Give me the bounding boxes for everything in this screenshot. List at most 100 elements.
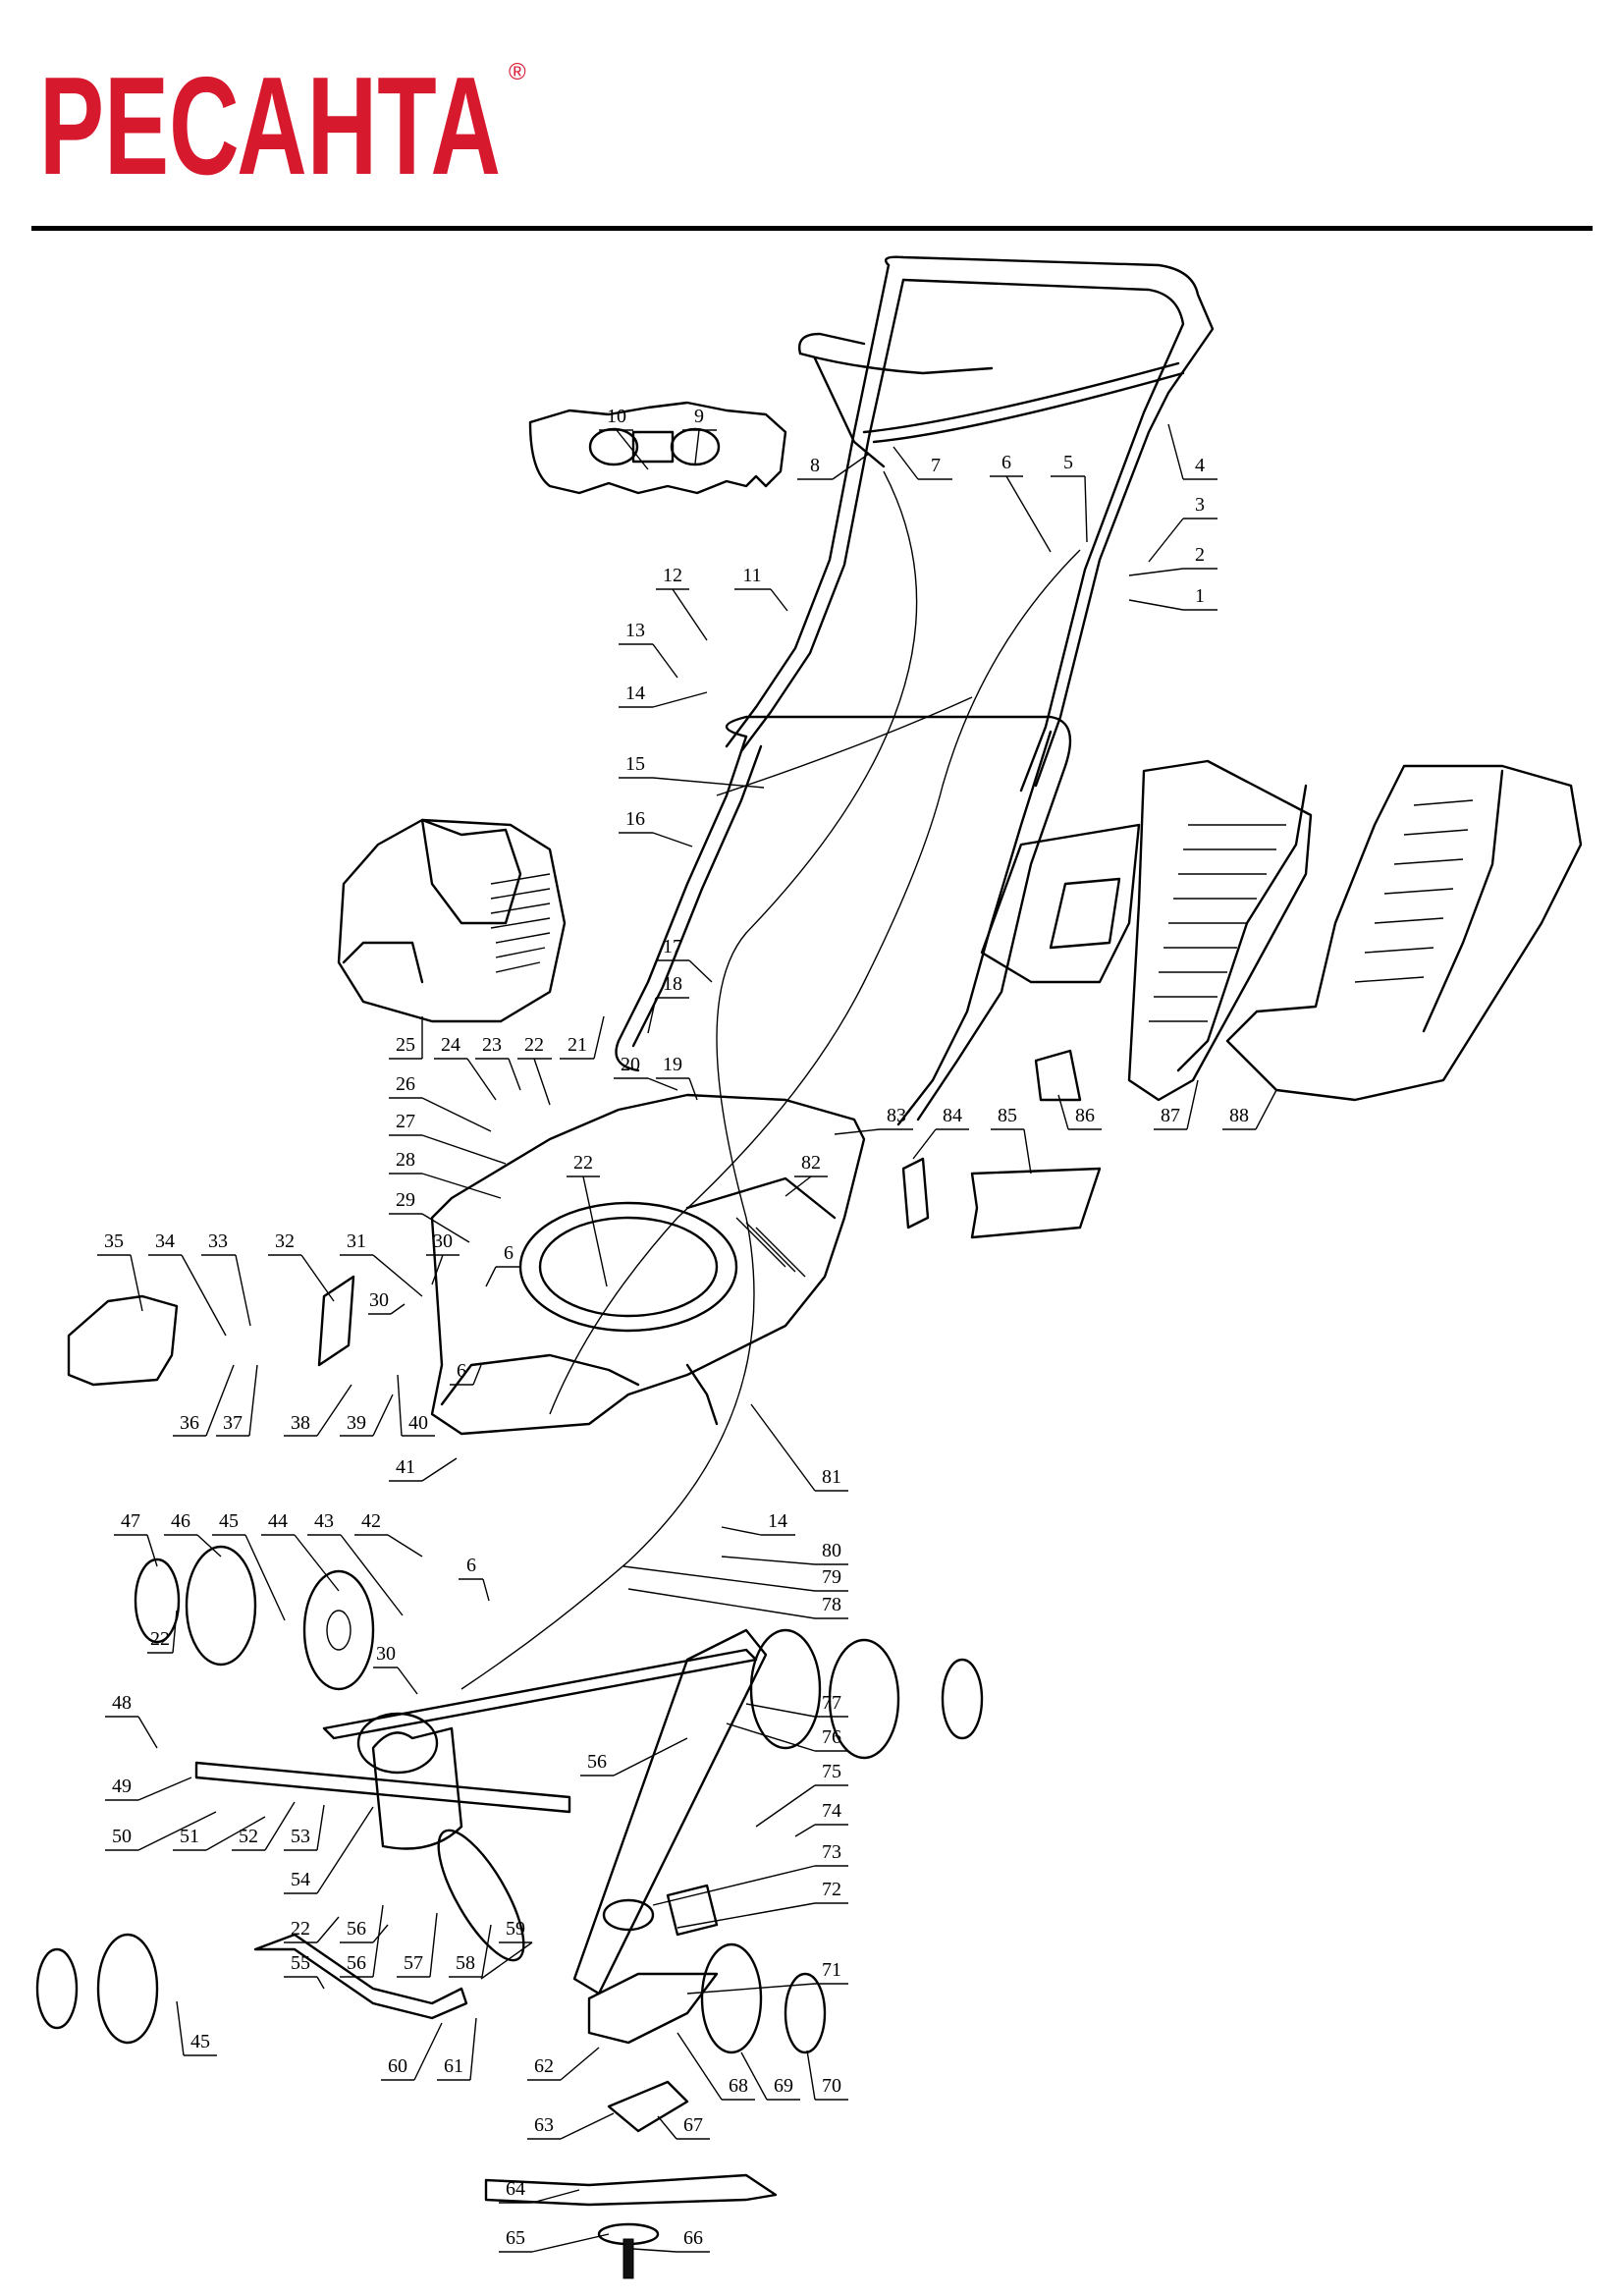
- callout-23: 23: [475, 1034, 521, 1091]
- svg-text:42: 42: [361, 1510, 381, 1532]
- svg-text:56: 56: [347, 1918, 366, 1940]
- callout-40: 40: [397, 1374, 435, 1437]
- svg-text:18: 18: [663, 973, 682, 995]
- svg-text:60: 60: [388, 2055, 407, 2077]
- callout-11: 11: [734, 565, 788, 612]
- callout-61: 61: [437, 2017, 477, 2081]
- svg-text:69: 69: [774, 2075, 793, 2097]
- callout-7: 7: [893, 446, 952, 480]
- svg-text:45: 45: [190, 2031, 210, 2052]
- callout-46: 46: [164, 1510, 222, 1558]
- callout-72: 72: [676, 1879, 848, 1929]
- svg-text:6: 6: [504, 1242, 514, 1264]
- callout-29: 29: [389, 1189, 470, 1243]
- callout-83: 83: [834, 1105, 913, 1135]
- svg-text:81: 81: [822, 1466, 841, 1488]
- svg-text:56: 56: [347, 1952, 366, 1974]
- callout-52: 52: [232, 1801, 296, 1851]
- svg-text:46: 46: [171, 1510, 190, 1532]
- svg-text:6: 6: [1001, 452, 1011, 473]
- callout-18: 18: [647, 973, 689, 1034]
- callout-15: 15: [619, 753, 765, 789]
- callout-74: 74: [794, 1800, 848, 1837]
- callout-77: 77: [745, 1692, 848, 1718]
- svg-text:33: 33: [208, 1230, 228, 1252]
- svg-text:88: 88: [1229, 1105, 1249, 1126]
- callout-26: 26: [389, 1073, 492, 1132]
- callout-58: 58: [449, 1924, 492, 1978]
- svg-text:22: 22: [524, 1034, 544, 1056]
- svg-text:75: 75: [822, 1761, 841, 1782]
- callout-73: 73: [652, 1841, 848, 1906]
- svg-text:38: 38: [291, 1412, 310, 1434]
- svg-text:80: 80: [822, 1540, 841, 1561]
- svg-text:77: 77: [822, 1692, 841, 1714]
- callout-82: 82: [784, 1152, 828, 1197]
- svg-text:11: 11: [742, 565, 761, 586]
- svg-text:22: 22: [150, 1628, 170, 1650]
- svg-text:51: 51: [180, 1826, 199, 1847]
- callout-45-front: 45: [176, 2000, 217, 2056]
- svg-text:16: 16: [625, 808, 645, 830]
- resanta-logo: РЕСАНТА ®: [39, 54, 526, 191]
- svg-text:22: 22: [291, 1918, 310, 1940]
- callout-48: 48: [105, 1692, 158, 1749]
- callout-75: 75: [755, 1761, 848, 1828]
- svg-text:10: 10: [607, 406, 626, 427]
- callout-69: 69: [740, 2051, 800, 2101]
- callout-85: 85: [991, 1105, 1032, 1175]
- callout-42: 42: [354, 1510, 423, 1558]
- callout-56-bracket: 56: [340, 1918, 389, 1943]
- svg-text:40: 40: [408, 1412, 428, 1434]
- svg-text:8: 8: [810, 455, 820, 476]
- svg-text:13: 13: [625, 620, 645, 641]
- callout-19: 19: [656, 1054, 698, 1101]
- callout-8: 8: [797, 453, 870, 480]
- svg-text:39: 39: [347, 1412, 366, 1434]
- callout-80: 80: [721, 1540, 848, 1565]
- callout-44: 44: [261, 1510, 340, 1592]
- callout-70: 70: [806, 2050, 848, 2101]
- svg-text:56: 56: [587, 1751, 607, 1773]
- callout-81: 81: [750, 1403, 848, 1492]
- callout-21: 21: [560, 1015, 605, 1060]
- callout-45: 45: [212, 1510, 286, 1621]
- callout-51: 51: [173, 1816, 266, 1851]
- callout-3: 3: [1148, 494, 1217, 563]
- callout-62: 62: [527, 2047, 600, 2081]
- svg-text:14: 14: [768, 1510, 787, 1532]
- callout-68: 68: [676, 2032, 755, 2101]
- callout-67: 67: [657, 2114, 710, 2140]
- callout-6-deck-front: 6: [450, 1360, 482, 1386]
- svg-text:1: 1: [1195, 585, 1205, 607]
- callout-9: 9: [682, 406, 717, 465]
- callout-28: 28: [389, 1149, 502, 1199]
- svg-text:58: 58: [456, 1952, 475, 1974]
- svg-text:4: 4: [1195, 455, 1205, 476]
- callout-59: 59: [480, 1918, 533, 1980]
- callout-35: 35: [97, 1230, 143, 1312]
- svg-text:30: 30: [369, 1289, 389, 1311]
- callout-86: 86: [1057, 1094, 1102, 1130]
- svg-text:63: 63: [534, 2114, 554, 2136]
- callout-71: 71: [686, 1959, 848, 1995]
- callout-49: 49: [105, 1776, 192, 1801]
- header-divider: [31, 226, 1593, 231]
- svg-text:78: 78: [822, 1594, 841, 1615]
- svg-text:57: 57: [404, 1952, 423, 1974]
- callout-14-deck: 14: [721, 1510, 795, 1536]
- svg-text:47: 47: [121, 1510, 140, 1532]
- svg-text:82: 82: [801, 1152, 821, 1174]
- callout-33: 33: [201, 1230, 251, 1327]
- svg-text:52: 52: [239, 1826, 258, 1847]
- svg-text:54: 54: [291, 1869, 310, 1890]
- svg-text:41: 41: [396, 1456, 415, 1478]
- callout-25: 25: [389, 1016, 423, 1060]
- callout-24: 24: [434, 1034, 497, 1101]
- svg-text:14: 14: [625, 683, 645, 704]
- callout-22-wheel: 22: [147, 1610, 178, 1654]
- callout-43: 43: [307, 1510, 404, 1616]
- callout-53: 53: [284, 1804, 325, 1851]
- callout-22: 22: [517, 1034, 552, 1106]
- svg-text:21: 21: [568, 1034, 587, 1056]
